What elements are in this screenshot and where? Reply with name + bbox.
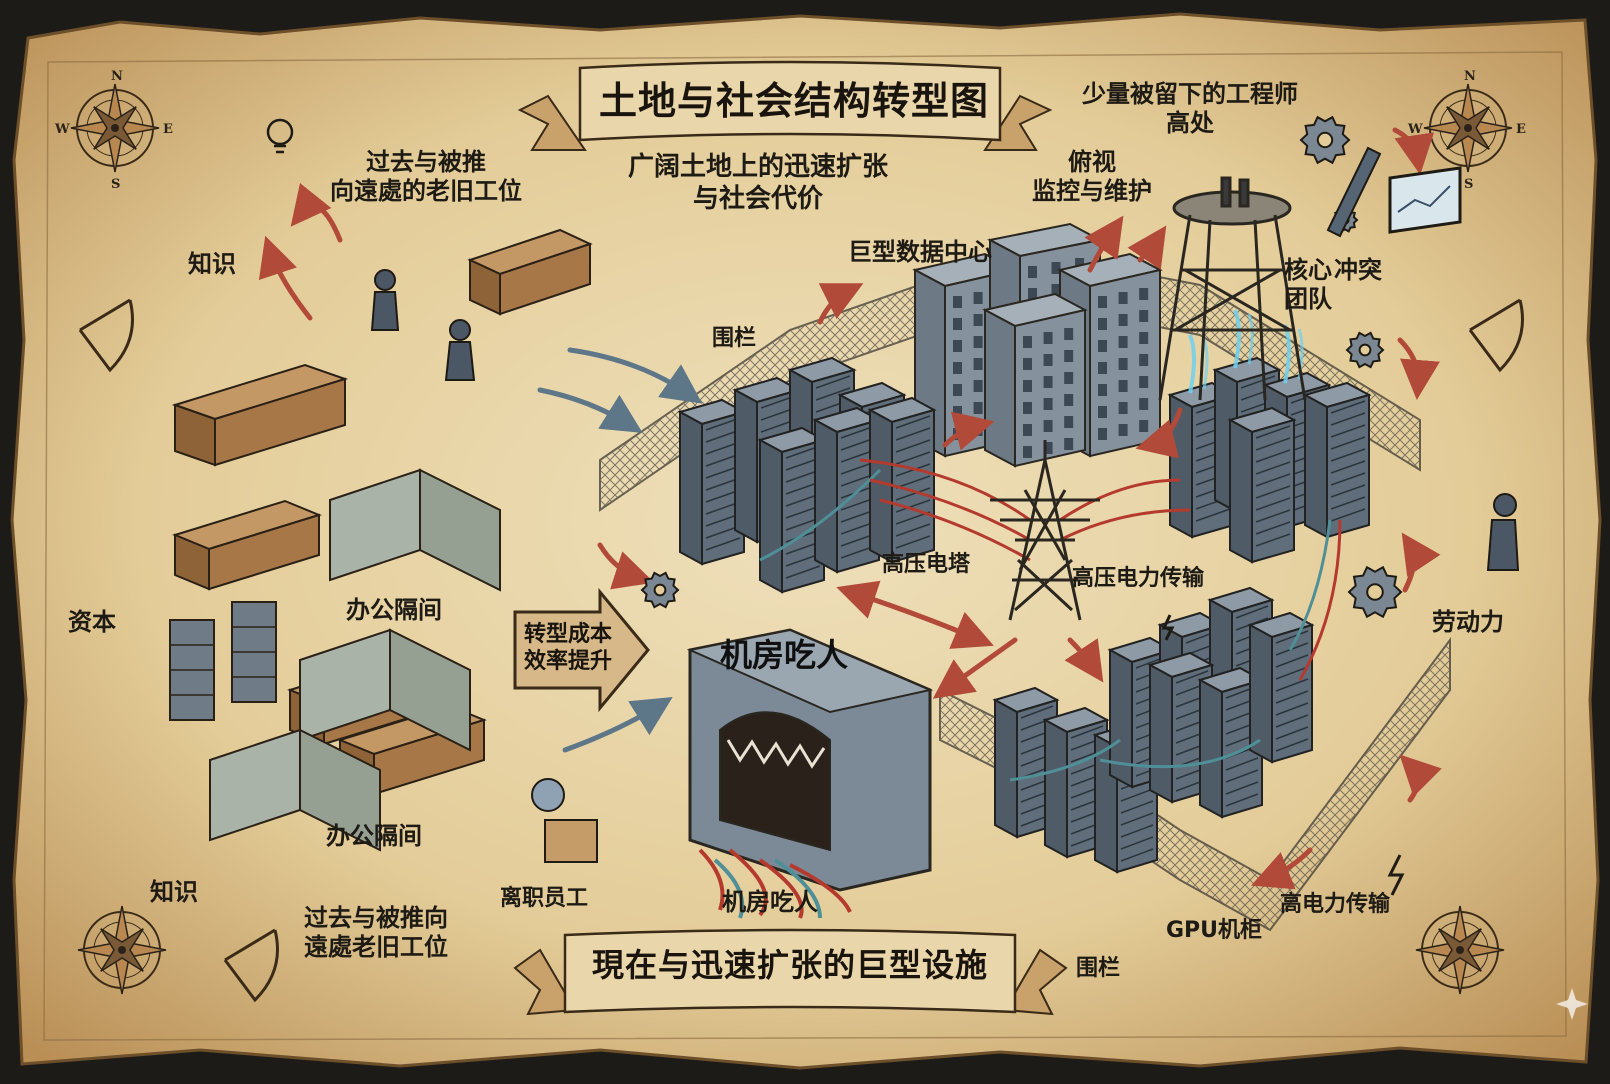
gear-icon xyxy=(1347,565,1403,619)
lightning-icon xyxy=(1161,614,1405,896)
server-rack xyxy=(812,406,882,574)
old-workstations xyxy=(169,228,593,852)
label-conflict: 冲突 xyxy=(1334,256,1382,284)
data-center-building xyxy=(982,292,1088,468)
label-hv-transmission: 高压电力传输 xyxy=(1072,566,1205,591)
lookout-tower xyxy=(1158,176,1307,401)
bottom-ribbon xyxy=(513,928,1068,1016)
compass-rose-icon: N S E W xyxy=(54,69,173,192)
server-rack xyxy=(757,426,827,594)
office-desk xyxy=(172,499,322,591)
server-rack xyxy=(1302,381,1372,539)
page-title: 土地与社会结构转型图 xyxy=(598,79,989,123)
lightbulb-icon xyxy=(266,118,294,154)
gear-icons xyxy=(640,115,1403,619)
svg-text:S: S xyxy=(111,177,120,192)
svg-text:W: W xyxy=(54,122,70,137)
label-past-workstations-bottom: 过去与被推向 遠處老旧工位 xyxy=(304,904,448,962)
label-knowledge-top: 知识 xyxy=(188,250,236,278)
label-knowledge-bottom: 知识 xyxy=(150,878,198,906)
server-rack xyxy=(1107,636,1175,789)
label-cubicles-mid: 办公隔间 xyxy=(346,596,442,624)
label-labor: 劳动力 xyxy=(1432,608,1504,636)
power-cables xyxy=(759,458,1342,782)
svg-text:W: W xyxy=(1407,122,1423,137)
sextant-icons xyxy=(78,298,1524,1003)
label-expansion-heading: 广阔土地上的迅速扩张 与社会代价 xyxy=(628,152,889,214)
server-rack xyxy=(1197,666,1265,819)
label-hv-tower: 高压电塔 xyxy=(882,552,971,577)
bottom-banner: 現在与迅速扩张的巨型设施 xyxy=(591,946,988,984)
data-center-buildings xyxy=(912,222,1163,468)
machine-room-sign: 机房吃人 xyxy=(720,636,849,674)
transition-sign xyxy=(513,587,650,713)
label-gpu-cabinet: GPU机柜 xyxy=(1166,918,1263,943)
filing-cabinet xyxy=(231,601,277,703)
sparkle-icon xyxy=(1556,988,1588,1020)
label-data-center: 巨型数据中心 xyxy=(848,238,992,266)
parchment-border xyxy=(43,51,1567,1041)
monitor-icon xyxy=(1388,166,1462,234)
gear-icon xyxy=(640,571,680,609)
label-engineers: 少量被留下的工程师 高处 xyxy=(1082,80,1298,138)
figures xyxy=(370,269,1520,863)
svg-text:E: E xyxy=(163,122,173,137)
label-overlook: 俯视 监控与维护 xyxy=(1032,148,1152,206)
svg-text:E: E xyxy=(1516,122,1526,137)
label-machine-room-caption: 机房吃人 xyxy=(722,888,818,916)
office-desk xyxy=(171,363,349,467)
svg-text:N: N xyxy=(111,69,123,84)
server-rack xyxy=(1227,406,1297,564)
label-core-team: 核心 团队 xyxy=(1284,256,1332,314)
machine-room-building xyxy=(686,628,934,919)
svg-text:N: N xyxy=(1464,69,1476,84)
transition-sign-text: 转型成本 效率提升 xyxy=(524,622,613,674)
gear-icon xyxy=(1299,115,1351,165)
label-fence-top: 围栏 xyxy=(712,326,757,351)
office-desk xyxy=(467,228,593,316)
compass-rose-icon xyxy=(77,905,167,995)
compass-roses: N S E W N S E W xyxy=(54,69,1526,995)
title-ribbon xyxy=(517,60,1053,151)
gear-icon xyxy=(1345,331,1385,369)
label-fence-bottom: 围栏 xyxy=(1076,956,1121,981)
compass-rose-icon xyxy=(1415,905,1505,995)
pen-icon xyxy=(1326,146,1382,238)
server-racks xyxy=(677,309,1372,874)
label-high-power: 高电力传输 xyxy=(1280,892,1391,917)
cubicle-partition xyxy=(299,628,471,752)
svg-text:S: S xyxy=(1464,177,1473,192)
server-rack xyxy=(1247,611,1315,764)
label-cubicles-bottom: 办公隔间 xyxy=(326,822,422,850)
high-voltage-tower xyxy=(990,440,1100,621)
cubicle-partition xyxy=(209,728,381,852)
label-capital: 资本 xyxy=(68,608,116,636)
cubicle-partition xyxy=(329,468,501,592)
filing-cabinet xyxy=(169,619,215,721)
label-past-workstations-top: 过去与被推 向遠處的老旧工位 xyxy=(330,148,522,206)
server-rack xyxy=(867,396,937,564)
flow-arrows xyxy=(258,127,1442,890)
compass-rose-icon: N S E W xyxy=(1407,69,1526,192)
label-departing-staff: 离职员工 xyxy=(500,886,589,911)
